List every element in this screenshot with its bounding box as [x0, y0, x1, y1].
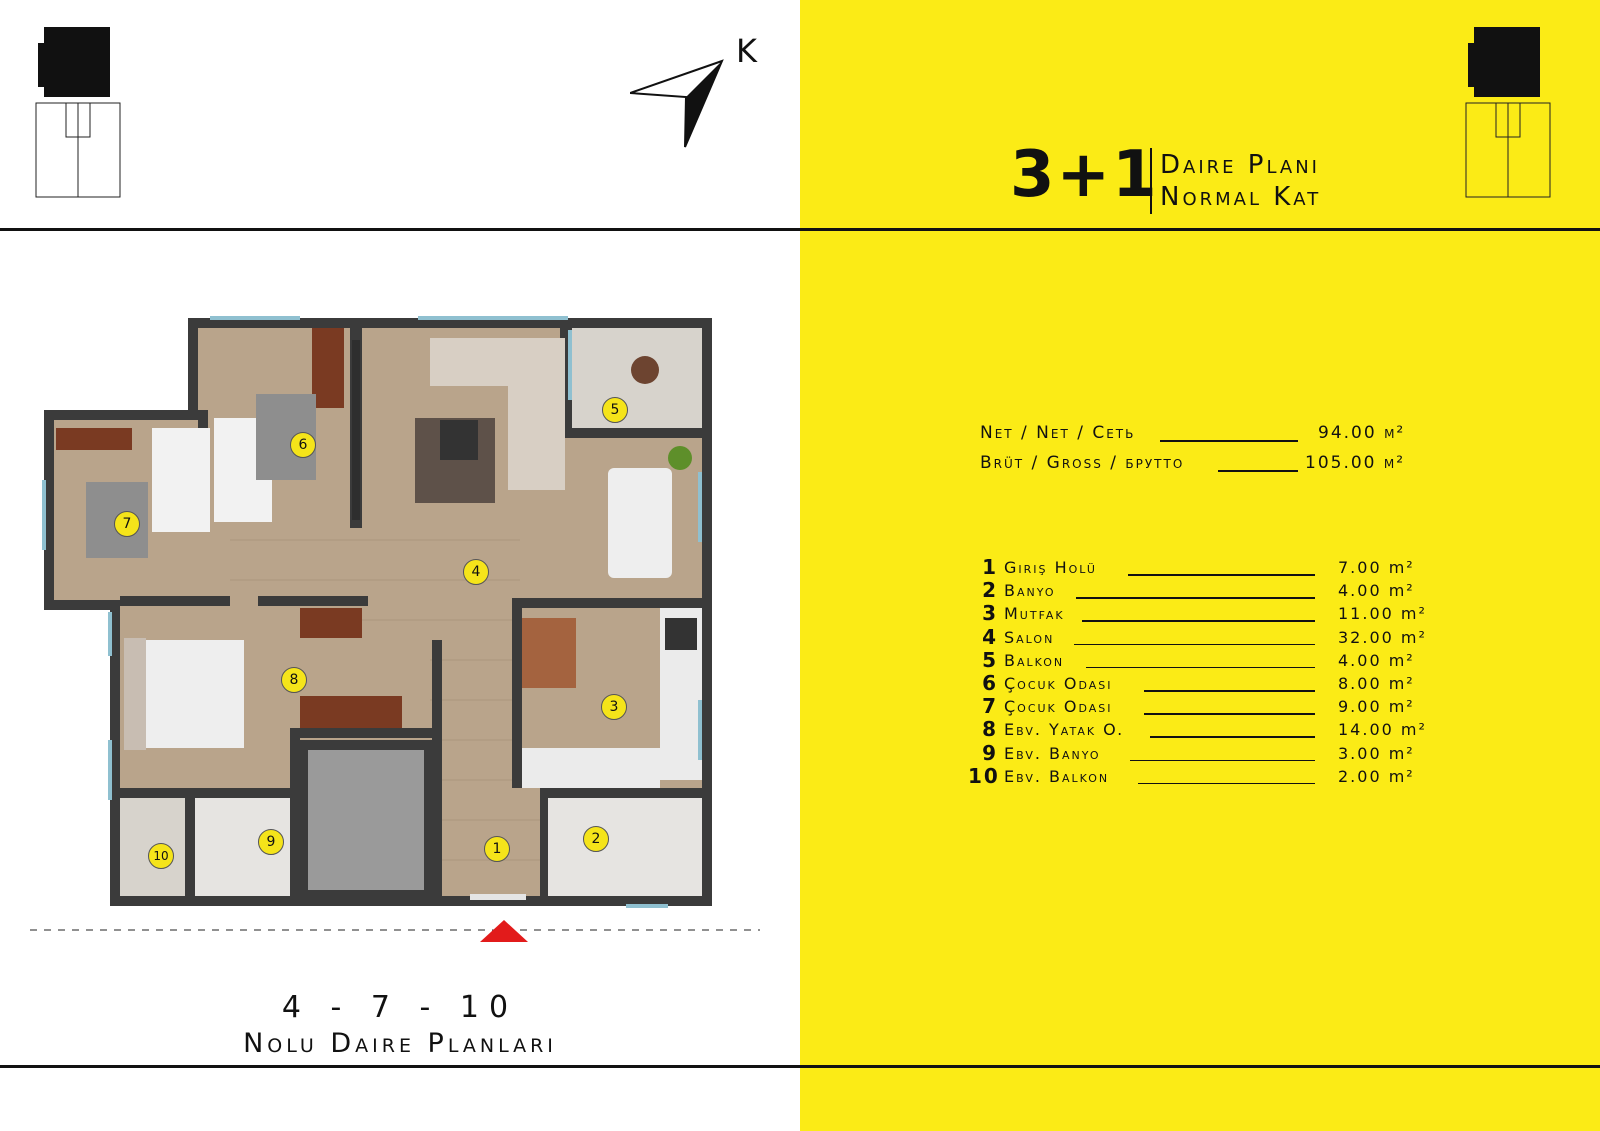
- room-number: 2: [982, 578, 998, 603]
- gross-area-row: Brüt / Gross / брутто 105.00 m²: [980, 453, 1440, 475]
- room-name: Giriş Holü: [1004, 558, 1097, 577]
- net-area-leader: [1160, 440, 1298, 442]
- right-panel: [800, 0, 1600, 1131]
- room-leader-line: [1150, 736, 1315, 738]
- plan-marker-2: 2: [583, 826, 609, 852]
- room-row: 9 Ebv. Banyo 3.00 m²: [960, 740, 1440, 766]
- gross-area-label: Brüt / Gross / брутто: [980, 453, 1185, 473]
- room-area-value: 9.00 m²: [1338, 697, 1415, 717]
- plan-marker-10: 10: [148, 843, 174, 869]
- room-name: Ebv. Banyo: [1004, 743, 1101, 763]
- header-divider-right: [800, 228, 1600, 231]
- room-number: 1: [982, 555, 998, 579]
- title-separator: [1150, 148, 1152, 214]
- room-leader-line: [1076, 597, 1315, 599]
- room-name: Ebv. Yatak O.: [1004, 720, 1125, 740]
- header-divider-left: [0, 228, 800, 231]
- room-leader-line: [1138, 782, 1315, 785]
- room-area-value: 8.00 m²: [1338, 674, 1415, 693]
- room-row: 2 Banyo 4.00 m²: [960, 578, 1440, 603]
- key-plan-left: [35, 27, 121, 198]
- room-row: 1 Giriş Holü 7.00 m²: [960, 555, 1440, 580]
- room-number: 5: [982, 647, 998, 672]
- gross-area-value: 105.00 m²: [1305, 453, 1406, 473]
- room-number: 7: [982, 694, 998, 719]
- room-row: 5 Balkon 4.00 m²: [960, 647, 1440, 673]
- key-plan-right: [1465, 27, 1551, 198]
- plan-marker-4: 4: [463, 559, 489, 585]
- room-row: 4 Salon 32.00 m²: [960, 624, 1440, 650]
- unit-numbers: 4 - 7 - 10: [281, 990, 519, 1025]
- compass-arrow-icon: [630, 59, 724, 148]
- room-row: 3 Mutfak 11.00 m²: [960, 601, 1440, 626]
- room-row: 7 Çocuk Odası 9.00 m²: [960, 694, 1440, 719]
- footer-divider-right: [800, 1065, 1600, 1068]
- room-leader-line: [1144, 690, 1315, 692]
- room-area-value: 4.00 m²: [1338, 581, 1415, 601]
- room-name: Balkon: [1004, 650, 1065, 670]
- net-area-row: Net / Net / Сеть 94.00 m²: [980, 423, 1440, 445]
- room-leader-line: [1074, 643, 1315, 646]
- room-row: 6 Çocuk Odası 8.00 m²: [960, 671, 1440, 696]
- room-name: Çocuk Odası: [1004, 674, 1113, 693]
- room-number: 4: [982, 624, 998, 649]
- room-area-value: 14.00 m²: [1338, 720, 1427, 740]
- room-name: Banyo: [1004, 581, 1056, 601]
- room-leader-line: [1082, 620, 1315, 622]
- plan-marker-8: 8: [281, 667, 307, 693]
- room-area-value: 4.00 m²: [1338, 650, 1415, 670]
- plan-title-line1: Daire Planı: [1160, 150, 1320, 180]
- room-area-value: 7.00 m²: [1338, 558, 1415, 577]
- footer-divider-left: [0, 1065, 800, 1068]
- room-leader-line: [1144, 713, 1315, 715]
- plan-caption: Nolu Daire Planları: [243, 1028, 557, 1059]
- plan-marker-7: 7: [114, 511, 140, 537]
- plan-marker-9: 9: [258, 829, 284, 855]
- room-name: Ebv. Balkon: [1004, 766, 1110, 786]
- unit-type-title: 3+1: [1010, 138, 1159, 212]
- room-number: 3: [982, 601, 998, 626]
- gross-area-leader: [1218, 470, 1298, 472]
- net-area-label: Net / Net / Сеть: [980, 423, 1136, 443]
- room-name: Mutfak: [1004, 604, 1065, 624]
- floor-plan: [30, 316, 760, 942]
- plan-marker-6: 6: [290, 432, 316, 458]
- room-number: 9: [982, 740, 998, 765]
- plan-marker-3: 3: [601, 694, 627, 720]
- room-leader-line: [1128, 574, 1315, 576]
- room-number: 6: [982, 671, 998, 695]
- room-row: 8 Ebv. Yatak O. 14.00 m²: [960, 717, 1440, 742]
- room-leader-line: [1130, 759, 1315, 762]
- room-area-value: 32.00 m²: [1338, 627, 1427, 647]
- compass-north-letter: K: [736, 32, 757, 70]
- plan-marker-5: 5: [602, 397, 628, 423]
- room-number: 10: [968, 763, 1000, 788]
- room-area-value: 11.00 m²: [1338, 604, 1427, 624]
- room-area-value: 2.00 m²: [1338, 766, 1415, 786]
- room-area-value: 3.00 m²: [1338, 743, 1415, 763]
- room-leader-line: [1086, 666, 1315, 669]
- room-number: 8: [982, 717, 998, 742]
- net-area-value: 94.00 m²: [1318, 423, 1406, 443]
- plan-marker-1: 1: [484, 836, 510, 862]
- plan-title-line2: Normal Kat: [1160, 182, 1322, 212]
- room-name: Çocuk Odası: [1004, 697, 1113, 717]
- room-name: Salon: [1004, 627, 1055, 647]
